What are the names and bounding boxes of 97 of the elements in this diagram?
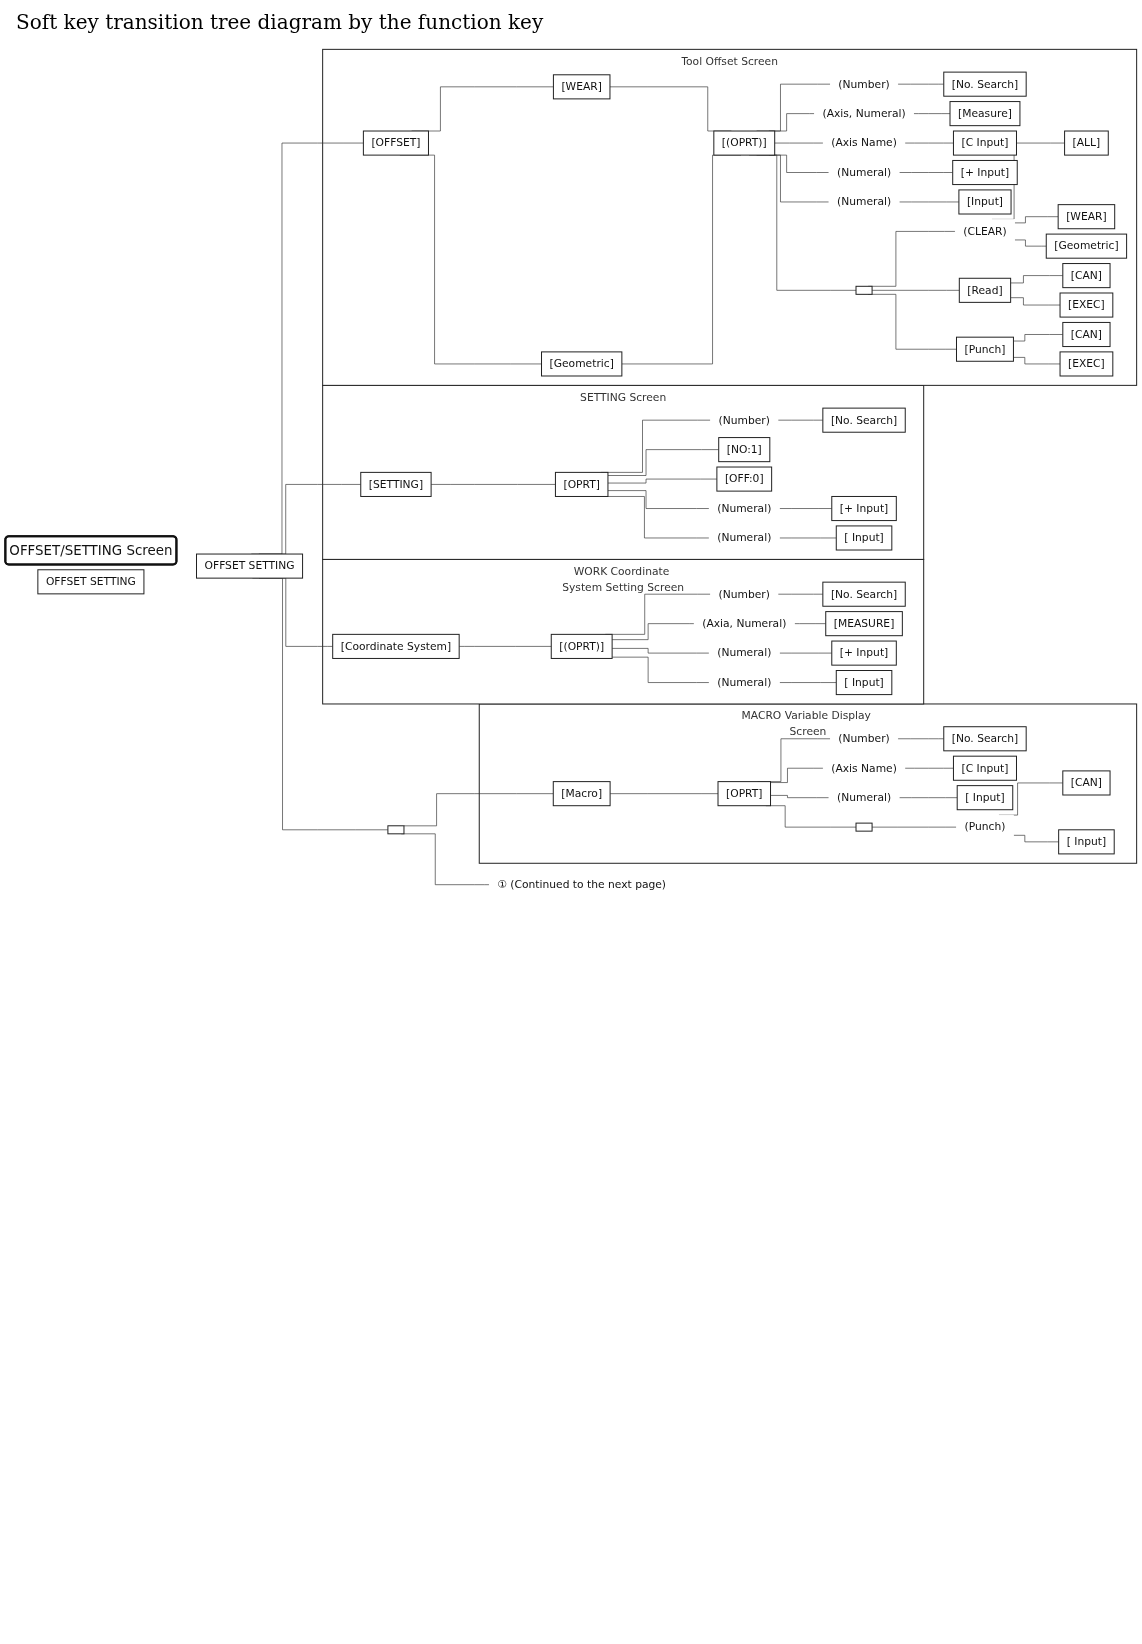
connector (871, 290, 960, 291)
connector (611, 656, 710, 683)
connector (1014, 239, 1047, 247)
connector (871, 826, 957, 828)
node-box: [+ Input] (831, 640, 897, 666)
connector (897, 83, 945, 85)
node-box: [Punch] (956, 336, 1014, 362)
connector (913, 113, 951, 114)
node-box: [+ Input] (952, 159, 1018, 186)
node-box: [EXEC] (1059, 351, 1114, 377)
connector (430, 484, 556, 485)
connector (609, 793, 719, 794)
node-text: (Axia, Numeral) (702, 616, 787, 630)
connector (1010, 275, 1064, 284)
node-text: (Numeral) (717, 501, 772, 515)
node-box (855, 285, 873, 295)
node-box: [No. Search] (943, 726, 1027, 752)
diagram-title: Soft key transition tree diagram by the function key (15, 9, 545, 36)
connector (607, 478, 718, 484)
node-box: [NO:1] (718, 437, 771, 463)
node-box: OFFSET SETTING (37, 569, 145, 595)
connector (779, 508, 833, 509)
node-text: (Axis Name) (831, 761, 897, 775)
node-box: [Coordinate System] (332, 633, 460, 659)
node-text: (Number) (838, 77, 890, 91)
node-box: [Input] (958, 189, 1012, 215)
node-text: (Number) (718, 413, 770, 427)
node-box: [ Input] (1058, 829, 1115, 855)
node-box: [OPRT] (717, 781, 771, 807)
connector (770, 795, 830, 798)
node-text: (Numeral) (836, 790, 892, 804)
connector (779, 537, 837, 539)
node-text: (Numeral) (717, 675, 772, 689)
node-box: [OFF:0] (716, 466, 773, 492)
connector (777, 593, 824, 595)
node-box: [WEAR] (1057, 204, 1116, 230)
connector (611, 623, 695, 640)
node-box: [Geometric] (541, 351, 623, 377)
connector (898, 201, 960, 203)
connector (898, 797, 958, 798)
node-box: [ Input] (835, 670, 893, 696)
node-box (855, 822, 873, 832)
node-text: (Axis, Numeral) (822, 106, 906, 120)
node-box: [No. Search] (822, 581, 906, 607)
node-box: [Macro] (552, 781, 611, 807)
connector (607, 490, 710, 509)
node-box: [Geometric] (1045, 233, 1128, 259)
connector (898, 172, 954, 173)
node-box: [WEAR] (552, 74, 611, 100)
node-box: [(OPRT)] (713, 130, 776, 156)
node-box: [Read] (958, 277, 1012, 303)
node-box: [Measure] (949, 101, 1021, 127)
node-box: [ Input] (956, 785, 1014, 811)
connector (774, 142, 824, 144)
node-text: ① (Continued to the next page) (497, 878, 667, 891)
node-box: OFFSET SETTING (196, 553, 304, 579)
connector (779, 652, 833, 654)
node-box: [SETTING] (360, 471, 432, 497)
connector (779, 682, 837, 683)
node-box: [CAN] (1062, 263, 1111, 289)
node-box: [OFFSET] (362, 130, 429, 156)
node-text: (Numeral) (717, 531, 772, 544)
connector (611, 648, 710, 654)
node-text: (Number) (718, 587, 770, 601)
connector (904, 142, 954, 144)
connector (904, 767, 954, 769)
node-text: (Numeral) (836, 165, 892, 179)
connector (607, 449, 720, 476)
node-box: [C Input] (952, 130, 1017, 156)
node-box: [CAN] (1062, 321, 1111, 348)
connector (1013, 334, 1064, 342)
node-box: [+ Input] (831, 495, 897, 522)
node-box: [ALL] (1064, 130, 1109, 156)
node-box: [C Input] (952, 755, 1017, 781)
connector (403, 793, 554, 827)
node-box: [CAN] (1062, 770, 1111, 796)
node-text: (Numeral) (836, 195, 892, 208)
node-box: [EXEC] (1059, 292, 1114, 318)
node-box: [No. Search] (822, 407, 906, 433)
node-box: [OPRT] (554, 471, 609, 497)
connector (1013, 834, 1059, 843)
node-box: [No. Search] (943, 71, 1027, 97)
connector (770, 767, 824, 783)
connector (1013, 357, 1061, 365)
connector (1010, 297, 1061, 306)
connector (458, 646, 552, 647)
node-box: [ Input] (835, 525, 893, 551)
node-text: (Numeral) (717, 646, 772, 660)
node-box: [(OPRT)] (550, 633, 613, 659)
connector (777, 419, 824, 421)
node-box: [MEASURE] (825, 611, 903, 637)
connector (897, 738, 945, 740)
node-text: (Number) (838, 732, 890, 745)
connector (1014, 216, 1059, 224)
node-box (387, 825, 405, 835)
connector (794, 623, 827, 624)
node-text: (Axis Name) (831, 136, 897, 150)
